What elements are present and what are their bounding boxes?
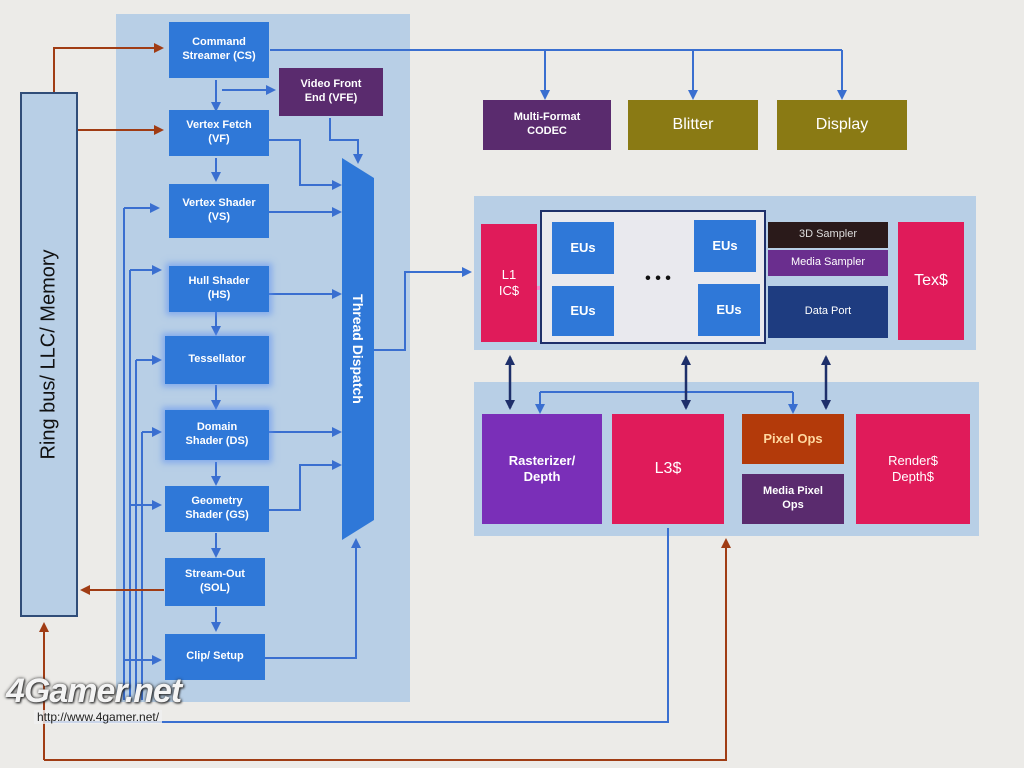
eu-block-2: EUs [694,220,756,272]
thread-dispatch: Thread Dispatch [342,158,374,540]
hull-shader: Hull Shader (HS) [169,266,269,312]
vertex-shader: Vertex Shader (VS) [169,184,269,238]
stream-out: Stream-Out (SOL) [165,558,265,606]
eu-ellipsis: • • • [645,270,671,287]
media-pixel-ops: Media Pixel Ops [742,474,844,524]
thread-dispatch-shape [342,158,374,540]
watermark-url: http://www.4gamer.net/ [34,710,163,724]
display: Display [777,100,907,150]
texture-cache: Tex$ [898,222,964,340]
eu-block-1: EUs [552,222,614,274]
pixel-ops: Pixel Ops [742,414,844,464]
thread-dispatch-label: Thread Dispatch [350,294,366,404]
blitter: Blitter [628,100,758,150]
render-depth-cache: Render$ Depth$ [856,414,970,524]
multi-format-codec: Multi-Format CODEC [483,100,611,150]
3d-sampler: 3D Sampler [768,222,888,248]
rasterizer-depth: Rasterizer/ Depth [482,414,602,524]
ring-bus: Ring bus/ LLC/ Memory [20,92,78,617]
command-streamer: Command Streamer (CS) [169,22,269,78]
tessellator: Tessellator [165,336,269,384]
geometry-shader: Geometry Shader (GS) [165,486,269,532]
video-front-end: Video Front End (VFE) [279,68,383,116]
vertex-fetch: Vertex Fetch (VF) [169,110,269,156]
l3-cache: L3$ [612,414,724,524]
eu-block-3: EUs [552,286,614,336]
media-sampler: Media Sampler [768,250,888,276]
l1-instruction-cache: L1 IC$ [481,224,537,342]
data-port: Data Port [768,286,888,338]
eu-block-4: EUs [698,284,760,336]
watermark-logo: 4Gamer.net [6,672,182,710]
clip-setup: Clip/ Setup [165,634,265,680]
domain-shader: Domain Shader (DS) [165,410,269,460]
